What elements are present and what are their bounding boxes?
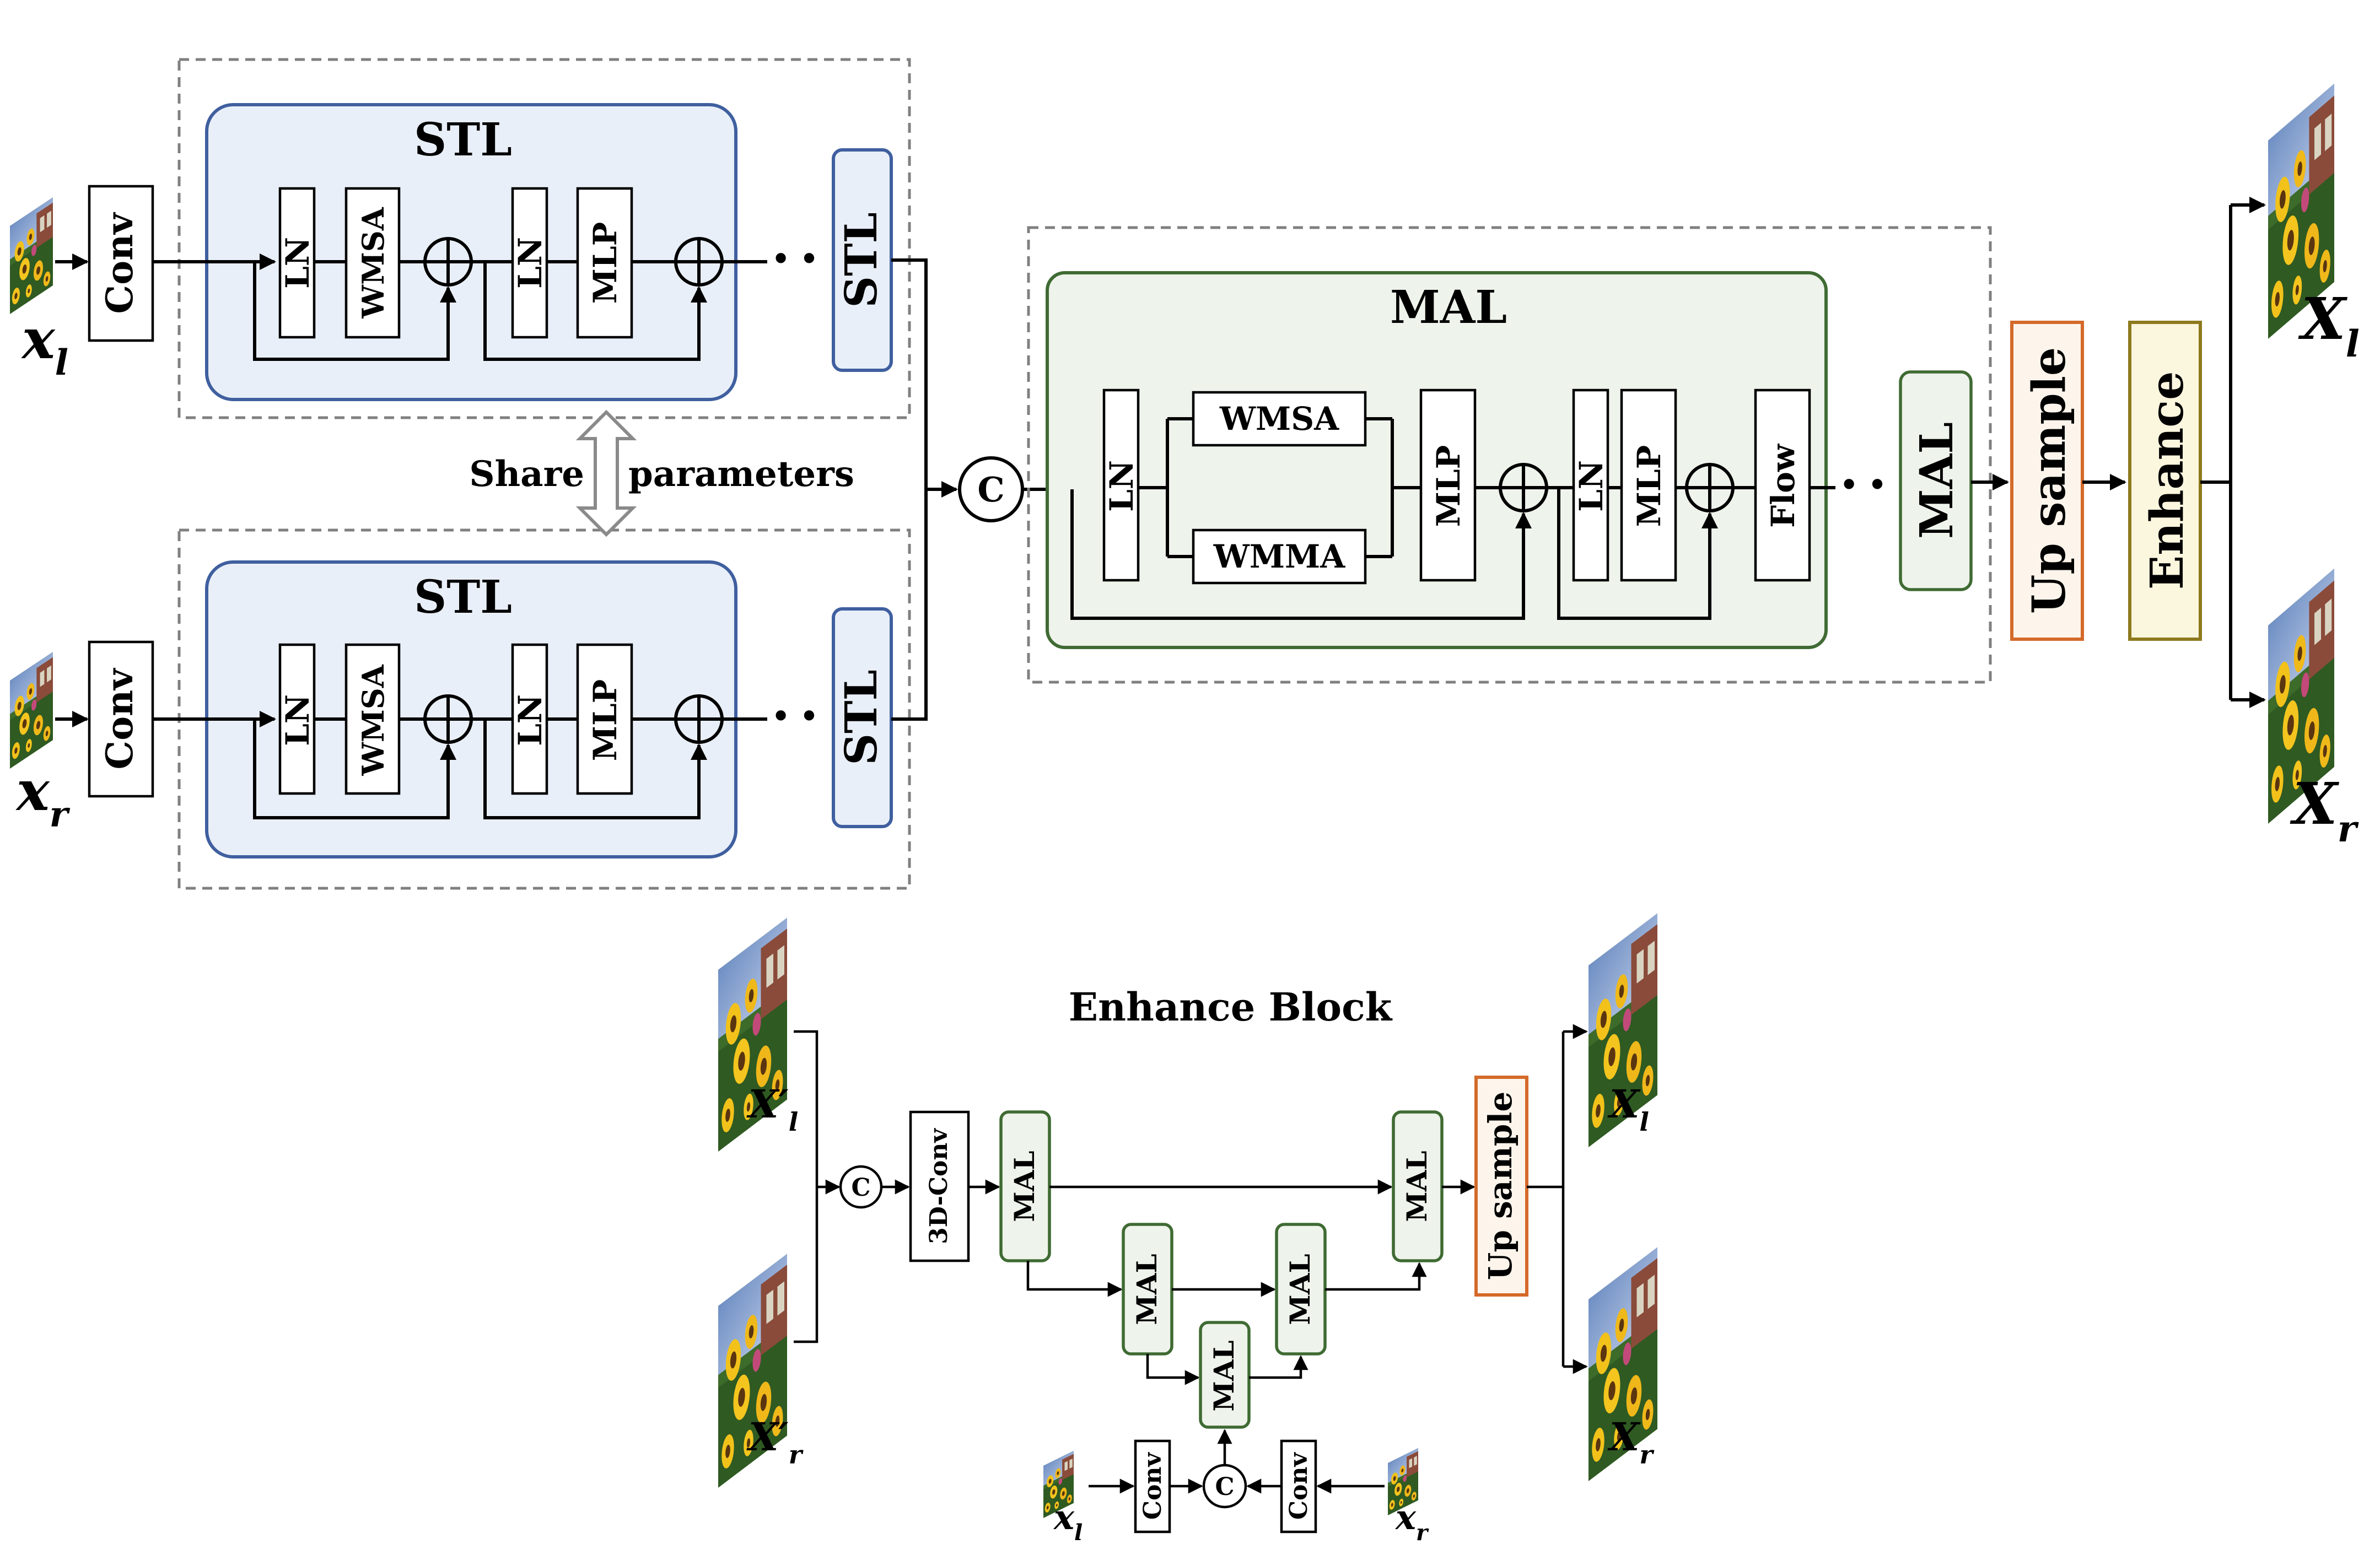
enhance-block-title: Enhance Block [1069,984,1393,1030]
input-image-right [10,652,53,769]
conv-label-top: Conv [98,212,141,314]
enh-mal-block-3 [1199,1321,1251,1429]
flow-label: Flow [1764,443,1802,528]
stl-group-bottom [177,528,911,890]
upsample-label-top: Up sample [2023,347,2076,614]
mlp-label-mal-2: MLP [1630,445,1668,527]
ln-label-mal-1: LN [1103,460,1140,512]
mlp-block-bottom [576,643,633,795]
mal-group [1027,226,1992,684]
input-label-xl: xl [21,306,68,384]
flow-block [1754,388,1811,582]
enh-input-label-Xl: X′l [746,1081,798,1137]
wmsa-label-mal: WMSA [1219,400,1339,438]
wmma-block-mal [1192,528,1367,585]
mal-title: MAL [1390,281,1507,334]
enh-upsample-label: Up sample [1482,1092,1519,1280]
ln-block-bottom-1 [278,643,316,795]
enh-conv-label-left: Conv [1139,1452,1167,1520]
ln-label-bottom-1: LN [279,694,316,746]
enh-concat-label: C [851,1174,870,1202]
enhance-label-top: Enhance [2141,371,2194,590]
output-label-Xr: Xr [2290,770,2359,850]
ln-label-top-2: LN [511,237,549,289]
stl-title-top: STL [414,114,512,166]
ln-block-mal-2 [1572,388,1609,582]
stl-small-label-top: STL [835,212,887,308]
ln-block-top-1 [278,187,316,339]
mlp-label-mal-1: MLP [1430,445,1467,527]
enh-conv-label-right: Conv [1285,1452,1313,1520]
enh-conv-right [1280,1439,1317,1534]
ln-label-bottom-2: LN [511,694,549,746]
stl-group-top [177,58,911,419]
parameters-label: parameters [628,453,854,495]
wmsa-block-mal [1192,391,1367,447]
enh-upsample-block [1474,1076,1528,1297]
wmma-label-mal: WMMA [1213,538,1346,575]
input-image-left [10,197,53,314]
concat-label-top: C [977,469,1004,510]
conv3d-block [909,1110,970,1262]
stl-title-bottom: STL [414,571,512,624]
enh-mal-label-1: MAL [1008,1151,1041,1222]
mlp-label-top: MLP [586,222,624,304]
mlp-block-mal-1 [1419,388,1477,582]
enh-output-label-Xr: Xr [1607,1414,1655,1470]
mal-small-label: MAL [1910,422,1963,539]
ln-label-top-1: LN [279,237,316,289]
enh-mal-label-3: MAL [1208,1340,1240,1411]
ln-label-mal-2: LN [1573,460,1610,512]
enh-small-label-xl: xl [1053,1497,1083,1546]
ln-block-mal-1 [1102,388,1140,582]
mlp-block-top [576,187,633,339]
enh-mal-label-4: MAL [1284,1254,1316,1325]
wmsa-label-bottom: WMSA [356,664,391,776]
wmsa-block-top [344,187,401,339]
ln-block-top-2 [511,187,548,339]
output-label-Xl: Xl [2298,285,2360,365]
share-parameters-arrow [575,409,637,537]
mlp-label-bottom: MLP [586,679,624,762]
enh-output-label-Xl: Xl [1607,1081,1649,1137]
enh-mal-label-5: MAL [1401,1151,1433,1222]
conv-label-bottom: Conv [98,668,141,770]
input-label-xr: xr [15,758,71,835]
enhance-block-top [2128,321,2202,641]
wmsa-label-top: WMSA [356,207,391,318]
enh-small-label-xr: xr [1394,1497,1429,1546]
share-label: Share [469,453,584,495]
stl-small-label-bottom: STL [835,669,887,765]
mlp-block-mal-2 [1620,388,1677,582]
enh-mal-label-2: MAL [1130,1254,1163,1325]
conv3d-label: 3D-Conv [925,1128,953,1244]
enh-input-label-Xr: X′r [746,1414,804,1470]
enh-small-concat-label: C [1215,1473,1234,1501]
